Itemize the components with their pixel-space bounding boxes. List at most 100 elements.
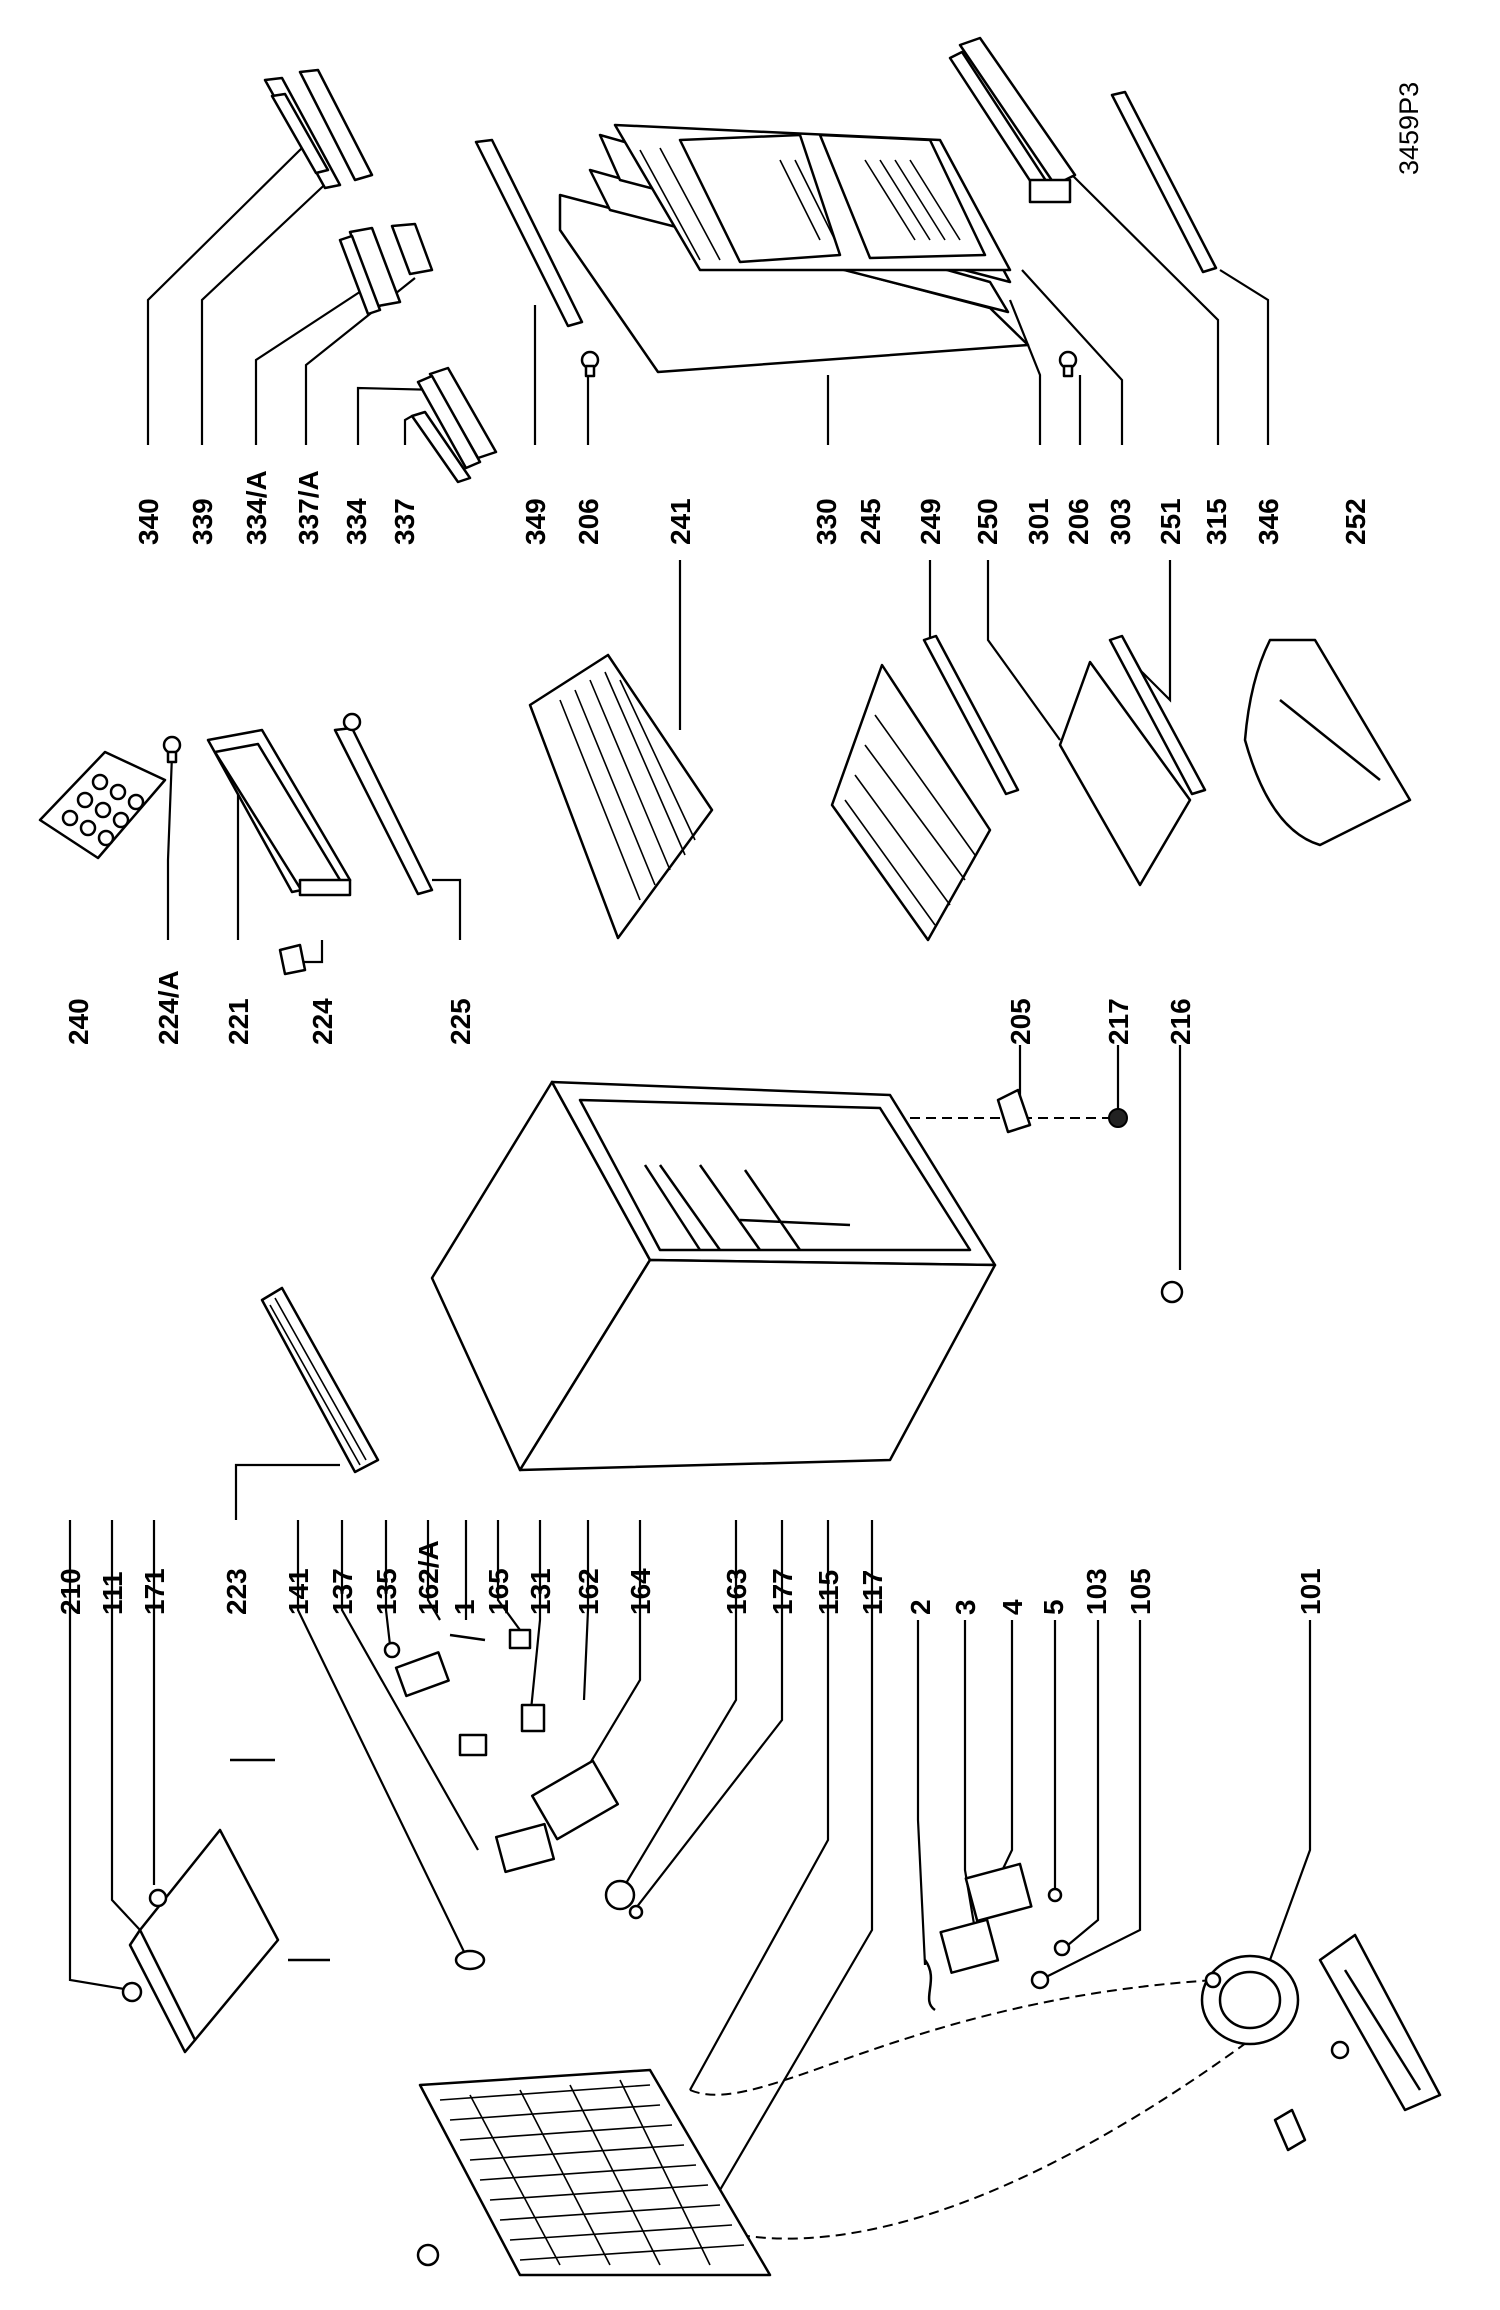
label-301: 301 xyxy=(1023,498,1054,545)
part-103 xyxy=(1053,1939,1071,1957)
leader-115 xyxy=(689,1520,830,2091)
label-337: 337 xyxy=(389,498,420,545)
label-340: 340 xyxy=(133,498,164,545)
label-346: 346 xyxy=(1253,498,1284,545)
leader-315 xyxy=(1061,164,1220,445)
part-162 xyxy=(530,1759,620,1841)
leader-162 xyxy=(582,1520,590,1701)
label-3: 3 xyxy=(950,1599,981,1615)
part-337 xyxy=(410,410,472,484)
leader-346 xyxy=(1219,269,1270,445)
part-2 xyxy=(923,1959,936,2012)
leader-334a xyxy=(254,279,379,445)
cabinet-body xyxy=(430,1080,997,1472)
label-330: 330 xyxy=(811,498,842,545)
part-165 xyxy=(508,1628,532,1650)
leader-250 xyxy=(986,560,1061,741)
label-252: 252 xyxy=(1340,498,1371,545)
leader-334 xyxy=(356,386,441,445)
leader-111 xyxy=(110,1520,141,1931)
label-250: 250 xyxy=(972,498,1003,545)
leader-101 xyxy=(1268,1620,1312,1961)
label-217: 217 xyxy=(1103,998,1134,1045)
part-4-relay xyxy=(964,1862,1033,1923)
leader-4 xyxy=(999,1620,1014,1876)
leader-223 xyxy=(234,1463,340,1520)
part-217-dot xyxy=(1108,1108,1128,1128)
label-5: 5 xyxy=(1038,1599,1069,1615)
leader-103 xyxy=(1061,1620,1100,1951)
label-249: 249 xyxy=(915,498,946,545)
part-5 xyxy=(1047,1887,1063,1903)
part-condenser xyxy=(416,2068,772,2277)
label-339: 339 xyxy=(187,498,218,545)
part-3-relay xyxy=(939,1918,1000,1974)
part-224a-knob xyxy=(162,735,182,764)
part-225-strip xyxy=(333,712,434,896)
label-224a: 224/A xyxy=(153,970,184,1045)
leader-224a xyxy=(166,754,174,940)
part-240-ice-tray xyxy=(38,750,167,860)
part-101-compressor xyxy=(1200,1954,1350,2152)
label-251: 251 xyxy=(1155,498,1186,545)
part-210-clip xyxy=(121,1981,143,2003)
leader-162a xyxy=(426,1520,441,1621)
leader-163 xyxy=(621,1520,738,1891)
part-131 xyxy=(520,1703,546,1733)
leader-225 xyxy=(432,878,462,940)
label-334: 334 xyxy=(341,498,372,545)
leader-339 xyxy=(200,174,336,445)
label-1: 1 xyxy=(449,1599,480,1615)
label-245: 245 xyxy=(855,498,886,545)
part-249-strip xyxy=(922,634,1020,796)
part-250-shelf xyxy=(1058,660,1192,887)
leader-210 xyxy=(68,1520,131,1992)
leader-177 xyxy=(635,1520,784,1909)
label-337a: 337/A xyxy=(293,470,324,545)
leader-135 xyxy=(384,1520,392,1646)
label-101: 101 xyxy=(1295,1568,1326,1615)
leader-2 xyxy=(916,1620,927,1966)
part-346-strip xyxy=(1110,90,1218,274)
part-137 xyxy=(458,1733,488,1757)
part-337a xyxy=(390,222,434,276)
label-303: 303 xyxy=(1105,498,1136,545)
part-245-shelf xyxy=(830,663,992,942)
label-225: 225 xyxy=(445,998,476,1045)
leader-165 xyxy=(496,1520,521,1631)
leader-301 xyxy=(1008,299,1042,445)
label-103: 103 xyxy=(1081,1568,1112,1615)
leader-131 xyxy=(528,1520,542,1721)
leader-lines xyxy=(68,144,1312,2240)
label-221: 221 xyxy=(223,998,254,1045)
leader-105 xyxy=(1039,1620,1142,1981)
leader-141 xyxy=(296,1520,469,1961)
label-206a: 206 xyxy=(573,498,604,545)
leader-3 xyxy=(963,1620,977,1931)
pipe-117 xyxy=(739,2039,1251,2240)
part-330-door xyxy=(558,123,1030,374)
leader-337 xyxy=(403,415,413,445)
label-315: 315 xyxy=(1201,498,1232,545)
part-221-freezer-door xyxy=(206,728,352,897)
part-334 xyxy=(416,366,498,470)
part-224-latch xyxy=(278,943,307,976)
part-206b-plug xyxy=(1058,350,1078,378)
leader-303 xyxy=(1021,269,1124,445)
part-105 xyxy=(1030,1970,1050,1990)
label-240: 240 xyxy=(63,998,94,1045)
label-4: 4 xyxy=(997,1599,1028,1615)
label-216: 216 xyxy=(1165,998,1196,1045)
part-252-crisper xyxy=(1243,638,1412,847)
label-205: 205 xyxy=(1005,998,1036,1045)
part-162a xyxy=(394,1651,450,1698)
part-164 xyxy=(494,1822,556,1874)
leader-340 xyxy=(146,144,306,445)
part-251-strip xyxy=(1108,634,1207,796)
part-111-evaporator xyxy=(128,1758,330,2054)
part-334a xyxy=(338,226,402,316)
leader-164 xyxy=(579,1520,642,1781)
label-349: 349 xyxy=(520,498,551,545)
label-224: 224 xyxy=(307,998,338,1045)
